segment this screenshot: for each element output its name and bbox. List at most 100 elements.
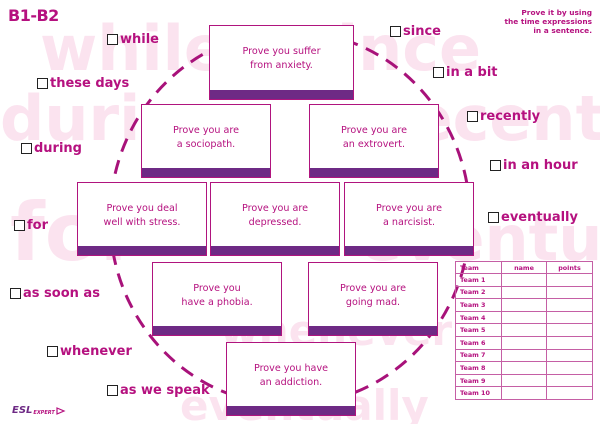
card-bar bbox=[211, 246, 339, 255]
card-anxiety[interactable]: Prove you suffer from anxiety. bbox=[209, 25, 354, 100]
expression-label: eventually bbox=[501, 210, 578, 225]
card-line: going mad. bbox=[345, 296, 401, 308]
expression-label: during bbox=[34, 141, 82, 156]
team-label: Team 10 bbox=[455, 386, 502, 400]
team-label: Team 1 bbox=[455, 273, 502, 287]
card-stress[interactable]: Prove you deal well with stress. bbox=[77, 182, 207, 256]
checkbox[interactable] bbox=[14, 220, 25, 231]
card-bar bbox=[310, 168, 438, 177]
team-label: Team 5 bbox=[455, 323, 502, 337]
table-row: Team 4 bbox=[455, 310, 593, 325]
name-cell[interactable] bbox=[501, 348, 547, 363]
expression-label: since bbox=[403, 24, 441, 39]
points-cell[interactable] bbox=[546, 361, 593, 375]
expression-in-a-bit[interactable]: in a bit bbox=[433, 65, 498, 80]
card-line: Prove you are bbox=[241, 202, 309, 214]
name-cell[interactable] bbox=[501, 335, 547, 350]
team-label: Team 4 bbox=[455, 310, 502, 325]
instruction-line: in a sentence. bbox=[533, 26, 592, 35]
name-cell[interactable] bbox=[501, 273, 547, 287]
card-line: depressed. bbox=[248, 216, 302, 228]
table-row: Team 6 bbox=[455, 335, 593, 350]
name-cell[interactable] bbox=[501, 361, 547, 375]
expression-whenever[interactable]: whenever bbox=[47, 344, 132, 359]
points-cell[interactable] bbox=[546, 298, 593, 312]
checkbox[interactable] bbox=[10, 288, 21, 299]
name-cell[interactable] bbox=[501, 285, 547, 300]
checkbox[interactable] bbox=[21, 143, 32, 154]
expression-label: whenever bbox=[60, 344, 132, 359]
table-row: Team 1 bbox=[455, 273, 593, 287]
name-cell[interactable] bbox=[501, 373, 547, 388]
checkbox[interactable] bbox=[107, 385, 118, 396]
points-cell[interactable] bbox=[546, 310, 593, 325]
team-label: Team 2 bbox=[455, 285, 502, 300]
table-row: Team 2 bbox=[455, 285, 593, 300]
scoreboard-table: Team name points Team 1 Team 2 Team 3 Te… bbox=[455, 261, 593, 400]
points-cell[interactable] bbox=[546, 323, 593, 337]
card-bar bbox=[78, 246, 206, 255]
points-cell[interactable] bbox=[546, 273, 593, 287]
card-bar bbox=[142, 168, 270, 177]
checkbox[interactable] bbox=[488, 212, 499, 223]
expression-label: these days bbox=[50, 76, 130, 91]
card-line: Prove you bbox=[193, 282, 241, 294]
level-label: B1-B2 bbox=[8, 6, 59, 25]
expression-these-days[interactable]: these days bbox=[37, 76, 129, 91]
name-cell[interactable] bbox=[501, 386, 547, 400]
name-cell[interactable] bbox=[501, 323, 547, 337]
checkbox[interactable] bbox=[467, 111, 478, 122]
team-label: Team 8 bbox=[455, 361, 502, 375]
logo-sub-text: EXPERT bbox=[33, 409, 55, 416]
expression-label: in an hour bbox=[503, 158, 578, 173]
expression-recently[interactable]: recently bbox=[467, 109, 540, 124]
expression-while[interactable]: while bbox=[107, 32, 159, 47]
card-line: Prove you have bbox=[253, 362, 329, 374]
expression-label: in a bit bbox=[446, 65, 498, 80]
expression-label: as we speak bbox=[120, 383, 210, 398]
logo-arrow-icon bbox=[56, 406, 66, 415]
points-cell[interactable] bbox=[546, 335, 593, 350]
name-cell[interactable] bbox=[501, 298, 547, 312]
card-addiction[interactable]: Prove you have an addiction. bbox=[226, 342, 356, 416]
card-line: a sociopath. bbox=[176, 138, 236, 150]
card-line: from anxiety. bbox=[250, 60, 313, 71]
checkbox[interactable] bbox=[107, 34, 118, 45]
checkbox[interactable] bbox=[390, 26, 401, 37]
expression-as-we-speak[interactable]: as we speak bbox=[107, 383, 210, 398]
expression-as-soon-as[interactable]: as soon as bbox=[10, 286, 100, 301]
card-line: an addiction. bbox=[259, 376, 323, 388]
points-cell[interactable] bbox=[546, 373, 593, 388]
logo-main-text: ESL bbox=[12, 405, 33, 416]
checkbox[interactable] bbox=[47, 346, 58, 357]
card-line: Prove you deal bbox=[106, 202, 178, 214]
expression-for[interactable]: for bbox=[14, 218, 48, 233]
expression-since[interactable]: since bbox=[390, 24, 441, 39]
team-label: Team 9 bbox=[455, 373, 502, 388]
points-cell[interactable] bbox=[546, 285, 593, 300]
table-row: Team 5 bbox=[455, 323, 593, 337]
checkbox[interactable] bbox=[37, 78, 48, 89]
checkbox[interactable] bbox=[490, 160, 501, 171]
team-label: Team 6 bbox=[455, 335, 502, 350]
points-cell[interactable] bbox=[546, 348, 593, 363]
card-line: Prove you are bbox=[375, 202, 443, 214]
card-line: well with stress. bbox=[103, 216, 181, 228]
checkbox[interactable] bbox=[433, 67, 444, 78]
expression-eventually[interactable]: eventually bbox=[488, 210, 578, 225]
card-depressed[interactable]: Prove you are depressed. bbox=[210, 182, 340, 256]
name-cell[interactable] bbox=[501, 310, 547, 325]
header-points: points bbox=[546, 261, 593, 274]
points-cell[interactable] bbox=[546, 386, 593, 400]
table-row: Team 3 bbox=[455, 298, 593, 312]
expression-in-an-hour[interactable]: in an hour bbox=[490, 158, 578, 173]
card-line: Prove you suffer bbox=[242, 46, 321, 57]
card-bar bbox=[227, 406, 355, 415]
instructions: Prove it by using the time expressions i… bbox=[482, 8, 592, 35]
expression-during[interactable]: during bbox=[21, 141, 82, 156]
